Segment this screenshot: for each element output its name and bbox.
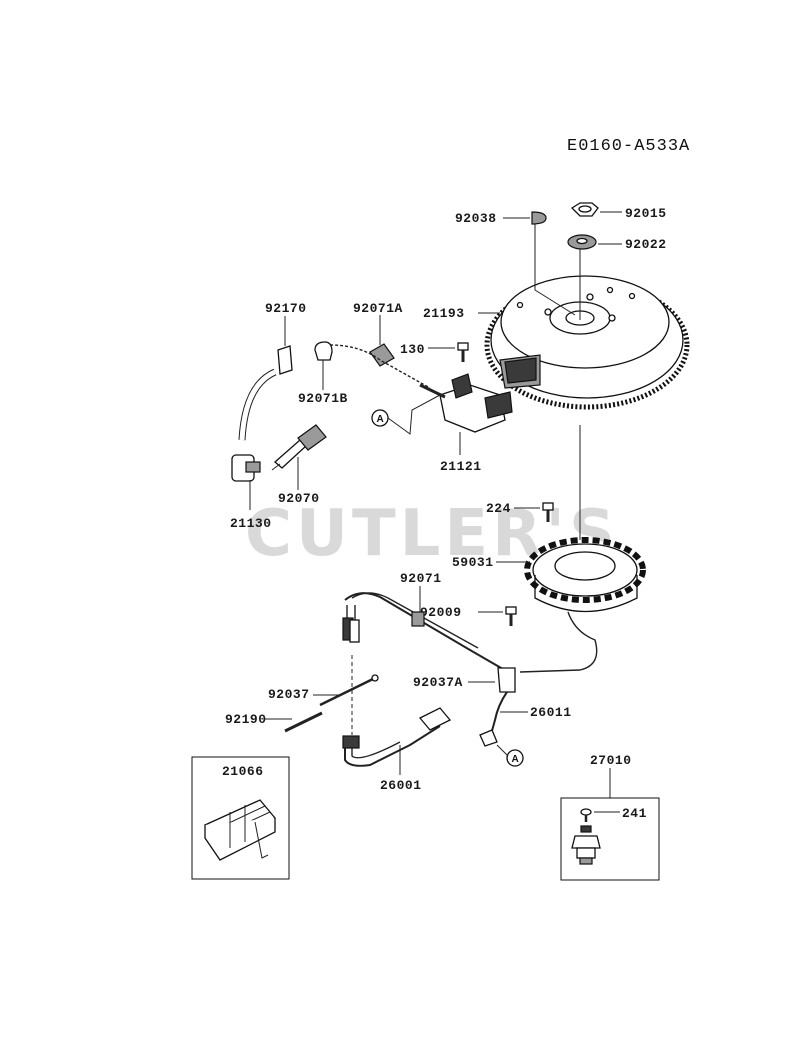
regulator-icon[interactable] [203, 799, 277, 861]
part-label-241[interactable]: 241 [622, 806, 647, 821]
part-label-21121[interactable]: 21121 [440, 459, 482, 474]
part-label-21193[interactable]: 21193 [423, 306, 465, 321]
bolt-224-icon[interactable] [542, 502, 554, 522]
spark-plug-cap-clip-icon[interactable] [369, 343, 395, 367]
wire-harness-icon[interactable] [342, 592, 516, 767]
part-label-92170[interactable]: 92170 [265, 301, 307, 316]
part-label-92022[interactable]: 92022 [625, 237, 667, 252]
part-label-130[interactable]: 130 [400, 342, 425, 357]
svg-text:A: A [512, 754, 519, 765]
part-label-92190[interactable]: 92190 [225, 712, 267, 727]
bolt-92009-icon[interactable] [505, 606, 517, 626]
part-label-27010[interactable]: 27010 [590, 753, 632, 768]
part-label-92038[interactable]: 92038 [455, 211, 497, 226]
oil-pressure-switch-icon[interactable] [571, 825, 601, 865]
nut-icon[interactable] [570, 202, 599, 217]
tube-icon[interactable] [284, 711, 323, 733]
part-label-92037A[interactable]: 92037A [413, 675, 463, 690]
part-label-92037[interactable]: 92037 [268, 687, 310, 702]
part-label-21066[interactable]: 21066 [222, 764, 264, 779]
part-label-224[interactable]: 224 [486, 501, 511, 516]
stator-icon[interactable] [524, 537, 646, 613]
washer-icon[interactable] [567, 234, 597, 250]
key-icon[interactable] [531, 211, 547, 225]
part-label-92015[interactable]: 92015 [625, 206, 667, 221]
plug-cap-icon[interactable] [314, 341, 333, 361]
elbow-fitting-icon[interactable] [231, 454, 261, 482]
part-label-92070[interactable]: 92070 [278, 491, 320, 506]
reference-marker-a-bottom: A [506, 749, 524, 767]
bolt-icon[interactable] [457, 342, 469, 362]
part-label-92071[interactable]: 92071 [400, 571, 442, 586]
spark-plug-icon[interactable] [271, 424, 327, 471]
clamp-icon[interactable] [277, 345, 293, 375]
part-label-21130[interactable]: 21130 [230, 516, 272, 531]
ignition-coil-icon[interactable] [419, 373, 513, 455]
part-label-26011[interactable]: 26011 [530, 705, 572, 720]
part-label-59031[interactable]: 59031 [452, 555, 494, 570]
part-label-92071A[interactable]: 92071A [353, 301, 403, 316]
diagram-code: E0160-A533A [567, 137, 690, 156]
part-label-92009[interactable]: 92009 [420, 605, 462, 620]
cable-tie-icon[interactable] [319, 674, 379, 707]
svg-text:A: A [377, 414, 384, 425]
screw-241-icon[interactable] [580, 808, 592, 822]
part-label-92071B[interactable]: 92071B [298, 391, 348, 406]
flywheel-icon[interactable] [484, 275, 690, 410]
reference-marker-a-top: A [371, 409, 389, 427]
part-label-26001[interactable]: 26001 [380, 778, 422, 793]
